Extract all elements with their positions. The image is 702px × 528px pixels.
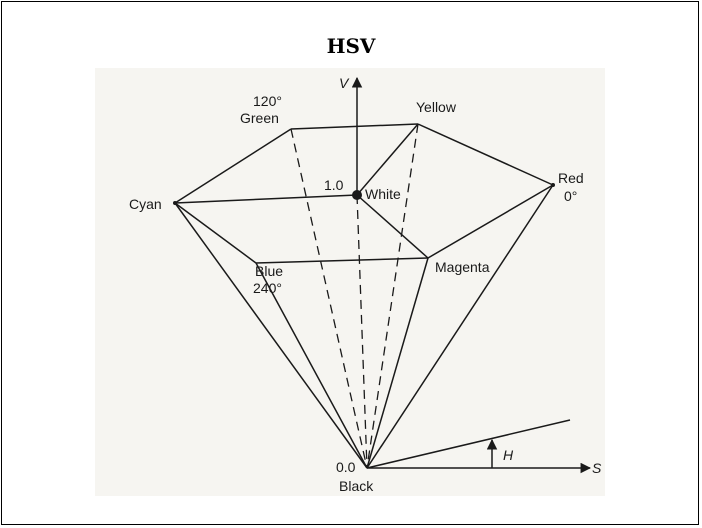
hsv-hexcone-figure: V S H 120° Green Yellow Cyan Red 0° 1.0 …	[95, 68, 605, 496]
edge-magenta-blue	[255, 257, 429, 264]
hue-reference-line	[366, 419, 571, 469]
edge-blue-cyan	[174, 202, 257, 264]
black-label: Black	[339, 478, 374, 494]
s-axis-label: S	[592, 460, 602, 476]
magenta-label: Magenta	[435, 259, 490, 275]
edge-red-magenta	[427, 184, 554, 259]
green-degree-label: 120°	[253, 93, 282, 109]
white-point	[352, 190, 362, 200]
blue-degree-label: 240°	[253, 280, 282, 296]
black-value-label: 0.0	[336, 459, 356, 475]
blue-label: Blue	[255, 263, 283, 279]
hidden-axis-white-black	[356, 194, 368, 469]
v-axis-label: V	[339, 75, 350, 91]
cyan-point	[173, 201, 177, 205]
edge-yellow-red	[417, 123, 554, 186]
edge-magenta-black	[366, 257, 429, 469]
edge-green-yellow	[290, 123, 419, 130]
edge-cyan-green	[174, 128, 292, 204]
hexcone-diagram: V S H 120° Green Yellow Cyan Red 0° 1.0 …	[129, 75, 602, 494]
hidden-edge-yellow-black	[366, 123, 419, 469]
line-white-magenta	[356, 194, 429, 259]
line-cyan-white	[174, 194, 358, 204]
h-angle-label: H	[503, 447, 514, 463]
page-title: HSV	[326, 34, 376, 58]
edge-cyan-black	[174, 202, 368, 469]
green-label: Green	[240, 110, 279, 126]
white-label: White	[365, 186, 401, 202]
edge-red-black	[366, 184, 554, 469]
edge-blue-black	[255, 262, 368, 469]
white-value-label: 1.0	[324, 177, 344, 193]
hidden-edge-green-black	[290, 128, 368, 469]
cyan-label: Cyan	[129, 196, 162, 212]
red-degree-label: 0°	[564, 188, 577, 204]
red-point	[551, 183, 555, 187]
yellow-label: Yellow	[416, 99, 457, 115]
red-label: Red	[558, 170, 584, 186]
line-white-yellow	[356, 123, 419, 196]
